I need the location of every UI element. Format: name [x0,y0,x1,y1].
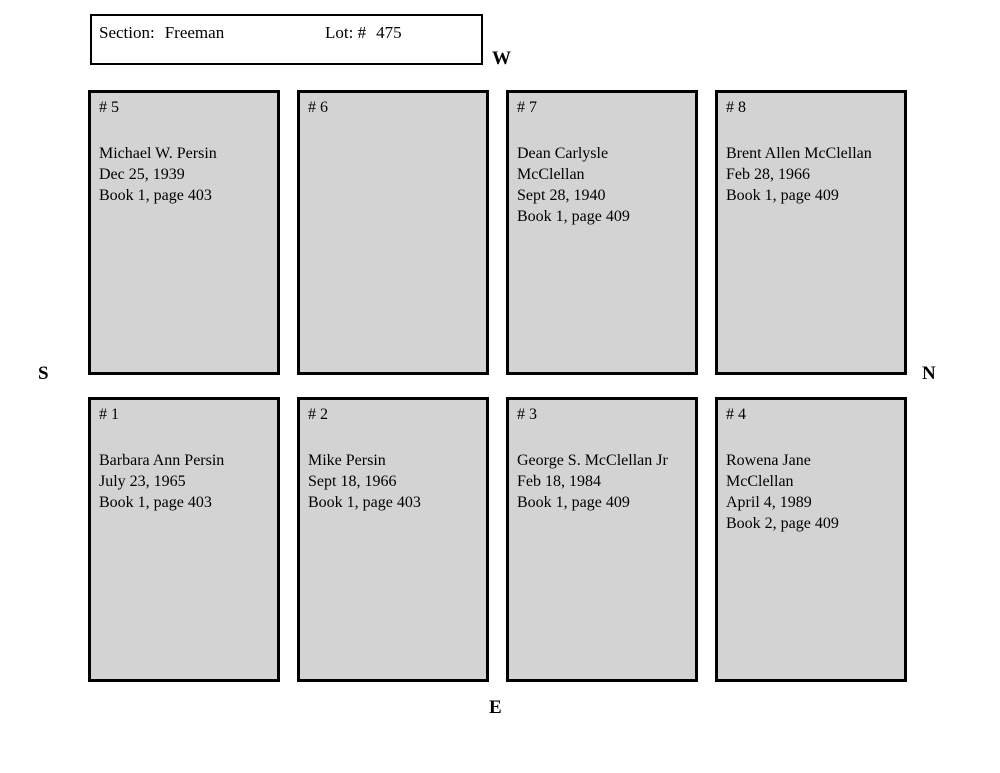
plot-info: George S. McClellan Jr Feb 18, 1984 Book… [517,450,672,513]
plot-book: Book 1, page 403 [99,494,212,511]
plot-cell-7: # 7 Dean Carlysle McClellan Sept 28, 194… [506,90,698,375]
plot-info: Rowena Jane McClellan April 4, 1989 Book… [726,450,881,534]
plot-date: Feb 18, 1984 [517,473,601,490]
plot-date: Sept 18, 1966 [308,473,397,490]
lot-field: Lot: # 475 [325,23,402,43]
plot-book: Book 1, page 409 [517,208,630,225]
section-field: Section: Freeman [99,23,224,43]
plot-cell-3: # 3 George S. McClellan Jr Feb 18, 1984 … [506,397,698,682]
plot-info: Brent Allen McClellan Feb 28, 1966 Book … [726,143,881,206]
plot-book: Book 1, page 403 [308,494,421,511]
compass-north-label: N [922,363,936,384]
plot-number: # 5 [99,99,119,116]
plot-number: # 8 [726,99,746,116]
plot-info: Dean Carlysle McClellan Sept 28, 1940 Bo… [517,143,672,227]
plot-book: Book 2, page 409 [726,515,839,532]
plot-grid: # 5 Michael W. Persin Dec 25, 1939 Book … [88,90,907,682]
section-lot-header-box: Section: Freeman Lot: # 475 [90,14,483,65]
plot-book: Book 1, page 409 [517,494,630,511]
plot-date: April 4, 1989 [726,494,812,511]
plot-cell-4: # 4 Rowena Jane McClellan April 4, 1989 … [715,397,907,682]
plot-date: Feb 28, 1966 [726,166,810,183]
plot-name: Brent Allen McClellan [726,145,872,162]
lot-value: 475 [376,23,402,42]
plot-date: Sept 28, 1940 [517,187,606,204]
plot-date: Dec 25, 1939 [99,166,185,183]
section-value: Freeman [164,23,225,42]
plot-name: Barbara Ann Persin [99,452,225,469]
plot-number: # 1 [99,406,119,423]
plot-cell-2: # 2 Mike Persin Sept 18, 1966 Book 1, pa… [297,397,489,682]
plot-name: Rowena Jane McClellan [726,452,811,490]
plot-cell-8: # 8 Brent Allen McClellan Feb 28, 1966 B… [715,90,907,375]
plot-info: Michael W. Persin Dec 25, 1939 Book 1, p… [99,143,254,206]
section-label: Section: [99,23,155,42]
plot-info: Barbara Ann Persin July 23, 1965 Book 1,… [99,450,254,513]
plot-name: Mike Persin [308,452,386,469]
plot-book: Book 1, page 403 [99,187,212,204]
plot-book: Book 1, page 409 [726,187,839,204]
compass-east-label: E [489,697,502,718]
plot-name: Michael W. Persin [99,145,217,162]
compass-west-label: W [492,48,511,69]
lot-label: Lot: # [325,23,367,42]
plot-number: # 4 [726,406,746,423]
plot-number: # 7 [517,99,537,116]
plot-number: # 3 [517,406,537,423]
plot-info: Mike Persin Sept 18, 1966 Book 1, page 4… [308,450,463,513]
plot-cell-5: # 5 Michael W. Persin Dec 25, 1939 Book … [88,90,280,375]
plot-name: Dean Carlysle McClellan [517,145,609,183]
plot-cell-6: # 6 [297,90,489,375]
plot-number: # 2 [308,406,328,423]
plot-date: July 23, 1965 [99,473,186,490]
plot-cell-1: # 1 Barbara Ann Persin July 23, 1965 Boo… [88,397,280,682]
plot-name: George S. McClellan Jr [517,452,668,469]
plot-number: # 6 [308,99,328,116]
compass-south-label: S [38,363,49,384]
